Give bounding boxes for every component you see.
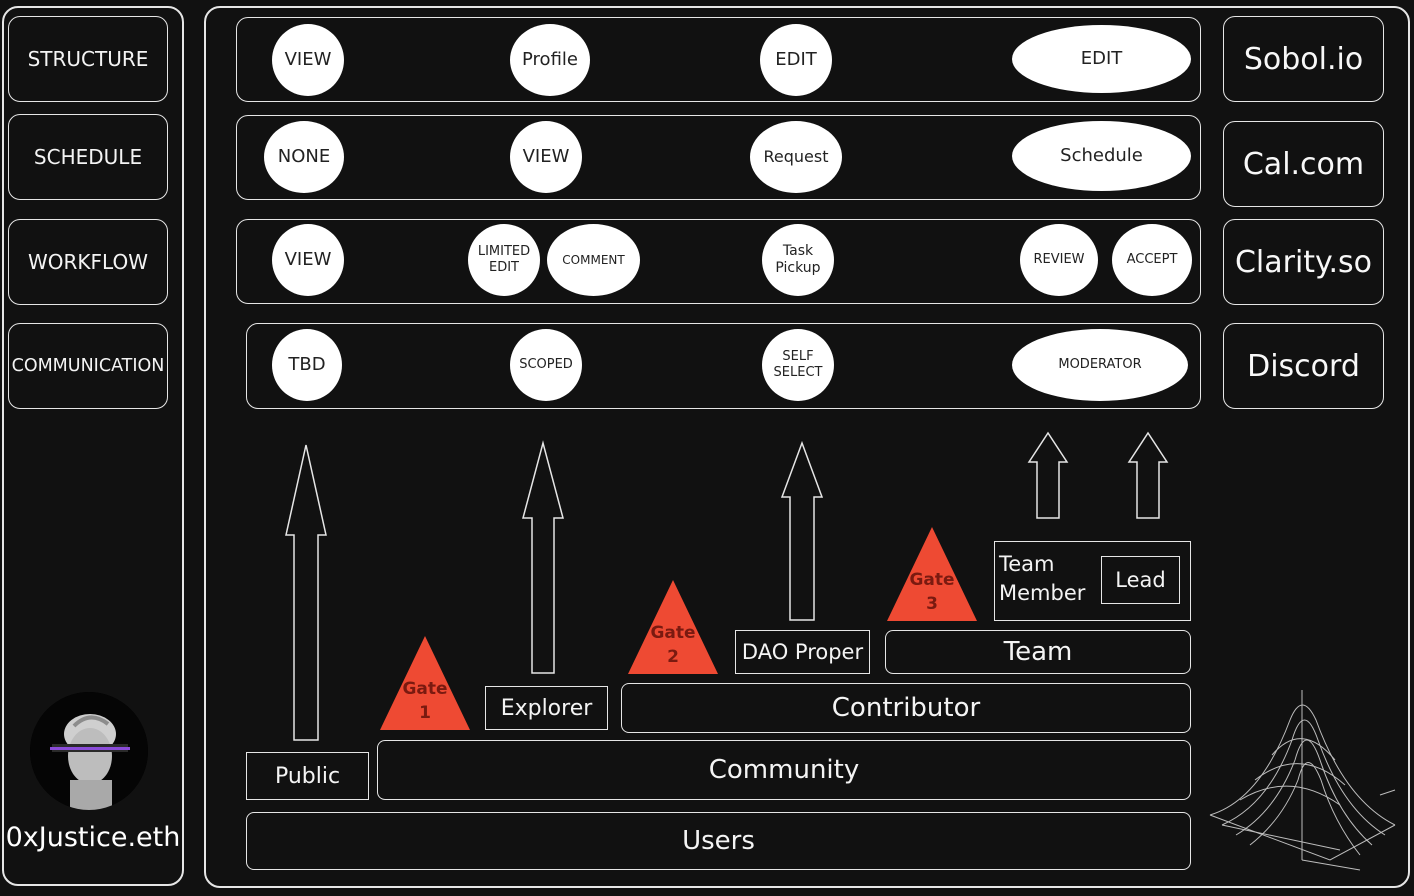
pill-schedule-request[interactable]: Request — [750, 121, 842, 193]
gate-2: Gate 2 — [628, 580, 718, 674]
row-workflow — [236, 219, 1201, 304]
tier-dao-proper[interactable]: DAO Proper — [735, 630, 870, 674]
gate-2-label: Gate 2 — [650, 623, 696, 668]
pill-workflow-comment[interactable]: COMMENT — [547, 224, 640, 296]
pill-workflow-view[interactable]: VIEW — [272, 224, 344, 296]
sidebar-panel — [2, 6, 184, 886]
tier-contributor[interactable]: Contributor — [621, 683, 1191, 733]
pill-schedule-schedule[interactable]: Schedule — [1012, 121, 1191, 191]
sidebar-item-communication[interactable]: COMMUNICATION — [8, 323, 168, 409]
gate-1-label: Gate 1 — [402, 679, 448, 724]
pill-comm-scoped[interactable]: SCOPED — [510, 329, 582, 401]
main-panel — [204, 6, 1410, 888]
statue-head-icon — [30, 692, 148, 810]
row-structure — [236, 17, 1201, 102]
tier-community[interactable]: Community — [377, 740, 1191, 800]
gate-3: Gate 3 — [887, 527, 977, 621]
tool-clarity[interactable]: Clarity.so — [1223, 219, 1384, 305]
pill-workflow-task-pickup[interactable]: Task Pickup — [762, 224, 834, 296]
row-schedule — [236, 115, 1201, 200]
pill-workflow-accept[interactable]: ACCEPT — [1112, 224, 1192, 296]
tier-explorer[interactable]: Explorer — [485, 686, 608, 730]
pill-comm-tbd[interactable]: TBD — [272, 329, 342, 401]
pill-comm-moderator[interactable]: MODERATOR — [1012, 329, 1188, 401]
tier-public[interactable]: Public — [246, 752, 369, 800]
tier-users[interactable]: Users — [246, 812, 1191, 870]
user-handle: 0xJustice.eth — [5, 822, 181, 853]
tier-team[interactable]: Team — [885, 630, 1191, 674]
tool-calcom[interactable]: Cal.com — [1223, 121, 1384, 207]
pill-structure-view[interactable]: VIEW — [272, 24, 344, 96]
pill-structure-edit[interactable]: EDIT — [760, 24, 832, 96]
sidebar-item-structure[interactable]: STRUCTURE — [8, 16, 168, 102]
tier-team-group: Team Member Lead — [994, 541, 1191, 621]
tier-lead[interactable]: Lead — [1101, 556, 1180, 604]
pill-structure-edit-lead[interactable]: EDIT — [1012, 25, 1191, 93]
tier-team-member[interactable]: Team Member — [999, 552, 1086, 606]
sidebar-item-workflow[interactable]: WORKFLOW — [8, 219, 168, 305]
pill-schedule-view[interactable]: VIEW — [510, 121, 582, 193]
gate-1: Gate 1 — [380, 636, 470, 730]
row-communication — [246, 323, 1201, 409]
sidebar-item-schedule[interactable]: SCHEDULE — [8, 114, 168, 200]
pill-schedule-none[interactable]: NONE — [264, 121, 344, 193]
pill-workflow-limited-edit[interactable]: LIMITED EDIT — [468, 224, 540, 296]
tool-discord[interactable]: Discord — [1223, 323, 1384, 409]
pill-workflow-review[interactable]: REVIEW — [1020, 224, 1098, 296]
tool-sobol[interactable]: Sobol.io — [1223, 16, 1384, 102]
pill-structure-profile[interactable]: Profile — [510, 24, 590, 96]
gate-3-label: Gate 3 — [909, 570, 955, 615]
pill-comm-self-select[interactable]: SELF SELECT — [762, 329, 834, 401]
avatar — [30, 692, 148, 810]
